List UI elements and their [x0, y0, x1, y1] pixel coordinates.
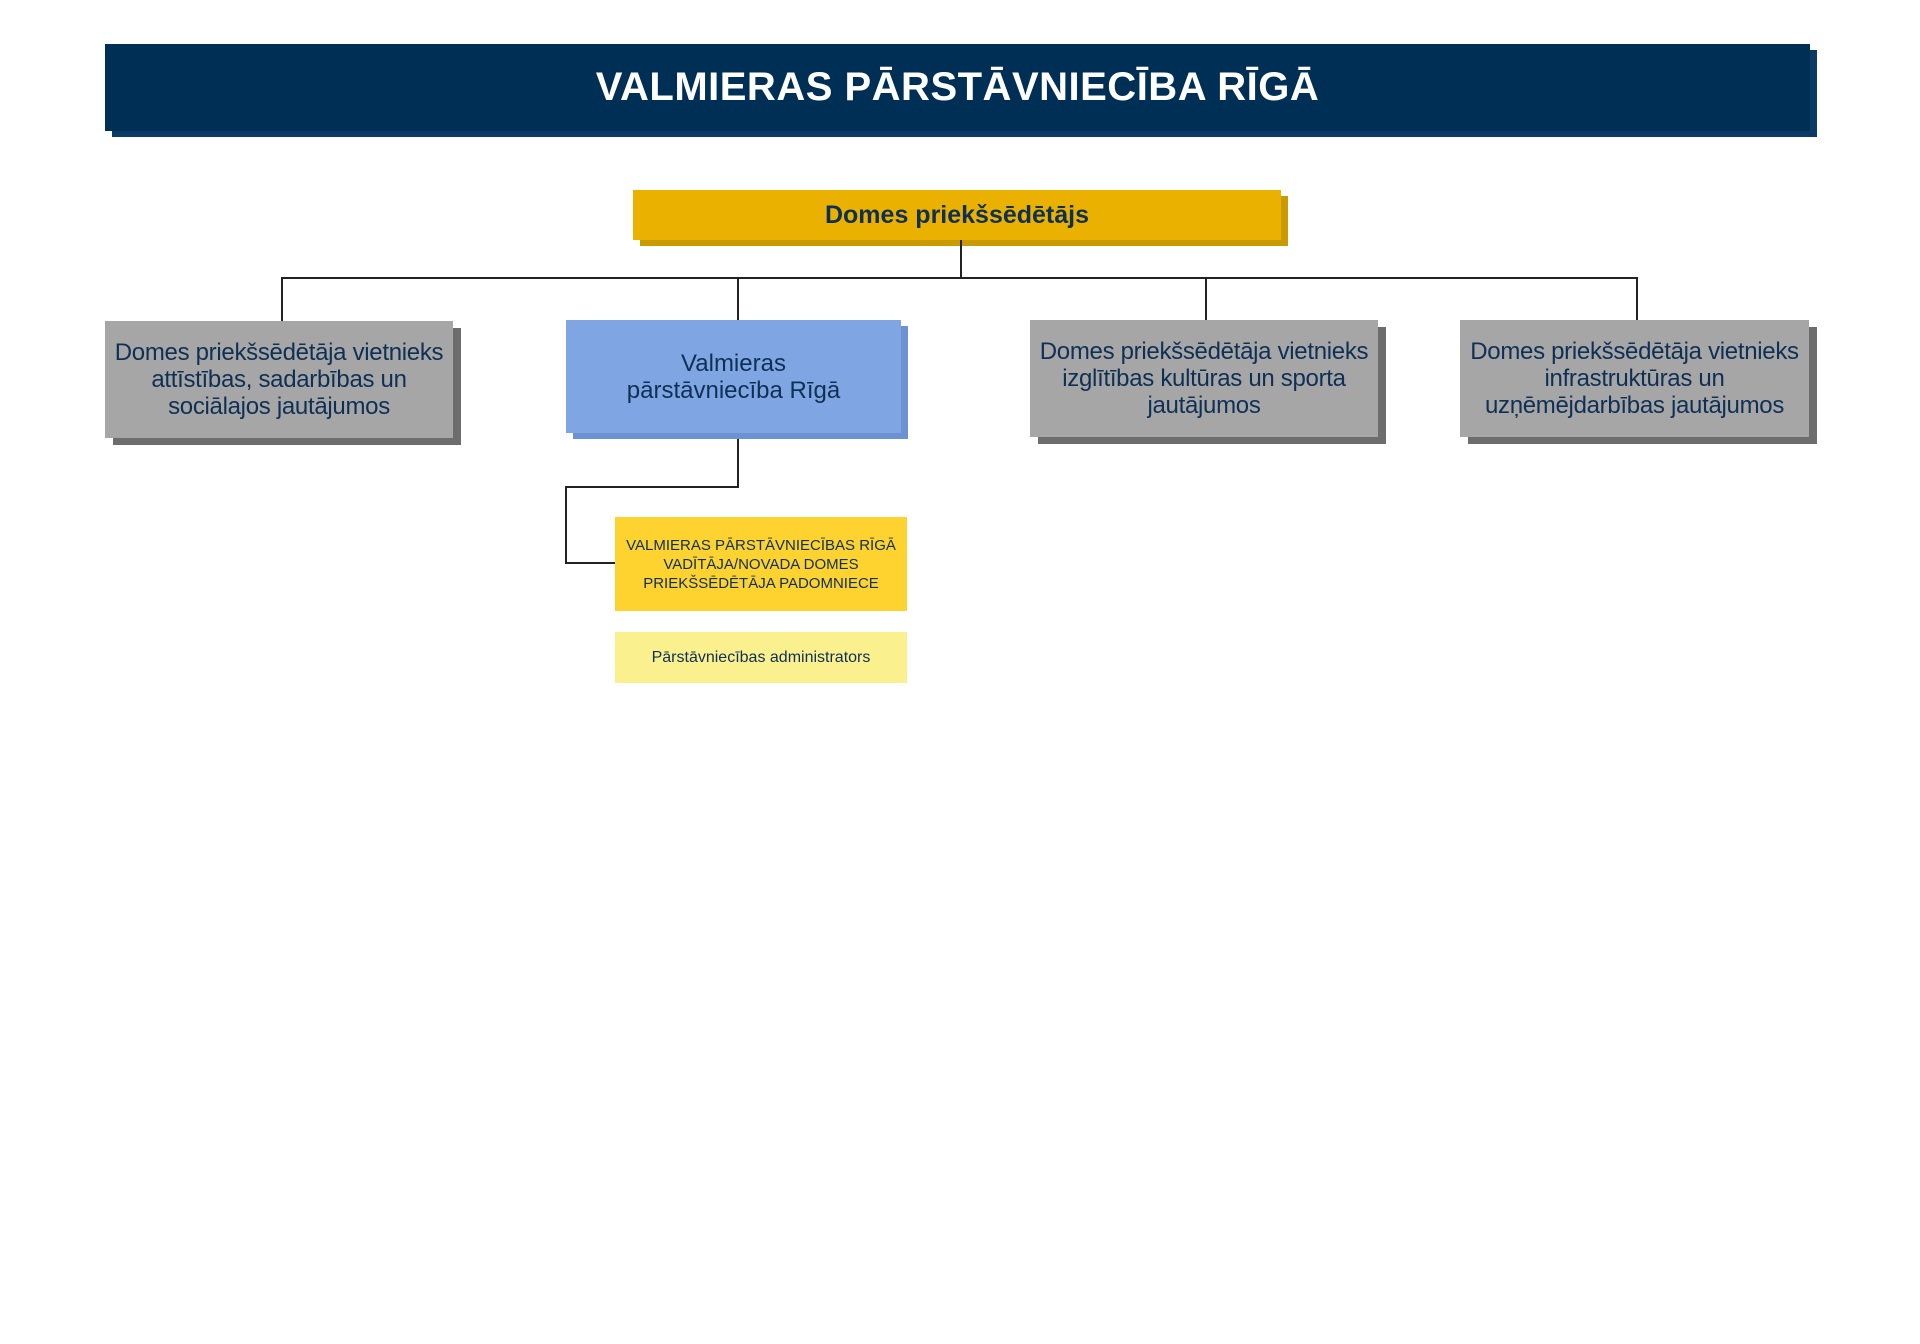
- unit-box-education: Domes priekšsēdētāja vietnieks izglītība…: [1030, 320, 1378, 437]
- connector-line: [281, 277, 1638, 279]
- connector-line: [737, 439, 739, 488]
- page-title-text: VALMIERAS PĀRSTĀVNIECĪBA RĪGĀ: [595, 65, 1320, 109]
- unit-label: Domes priekšsēdētāja vietnieks izglītība…: [1039, 338, 1369, 419]
- connector-line: [565, 486, 739, 488]
- unit-label: Domes priekšsēdētāja vietnieks infrastru…: [1470, 338, 1799, 419]
- adviser-label: VALMIERAS PĀRSTĀVNIECĪBAS RĪGĀ VADĪTĀJA/…: [626, 536, 896, 592]
- chair-label: Domes priekšsēdētājs: [824, 200, 1090, 229]
- connector-line: [960, 240, 962, 279]
- connector-line: [281, 277, 283, 321]
- administrator-label: Pārstāvniecības administrators: [651, 648, 871, 666]
- chair-box: Domes priekšsēdētājs: [633, 190, 1281, 240]
- connector-line: [565, 562, 615, 564]
- page-title: VALMIERAS PĀRSTĀVNIECĪBA RĪGĀ: [105, 44, 1810, 131]
- administrator-box: Pārstāvniecības administrators: [615, 632, 907, 683]
- unit-box-infrastructure: Domes priekšsēdētāja vietnieks infrastru…: [1460, 320, 1809, 437]
- connector-line: [1205, 277, 1207, 320]
- adviser-box: VALMIERAS PĀRSTĀVNIECĪBAS RĪGĀ VADĪTĀJA/…: [615, 517, 907, 611]
- connector-line: [737, 277, 739, 320]
- unit-label: Valmieras pārstāvniecība Rīgā: [626, 349, 841, 404]
- unit-box-development: Domes priekšsēdētāja vietnieks attīstība…: [105, 321, 453, 438]
- connector-line: [565, 486, 567, 564]
- unit-label: Domes priekšsēdētāja vietnieks attīstība…: [114, 339, 444, 420]
- unit-box-representation: Valmieras pārstāvniecība Rīgā: [566, 320, 901, 433]
- connector-line: [1636, 277, 1638, 320]
